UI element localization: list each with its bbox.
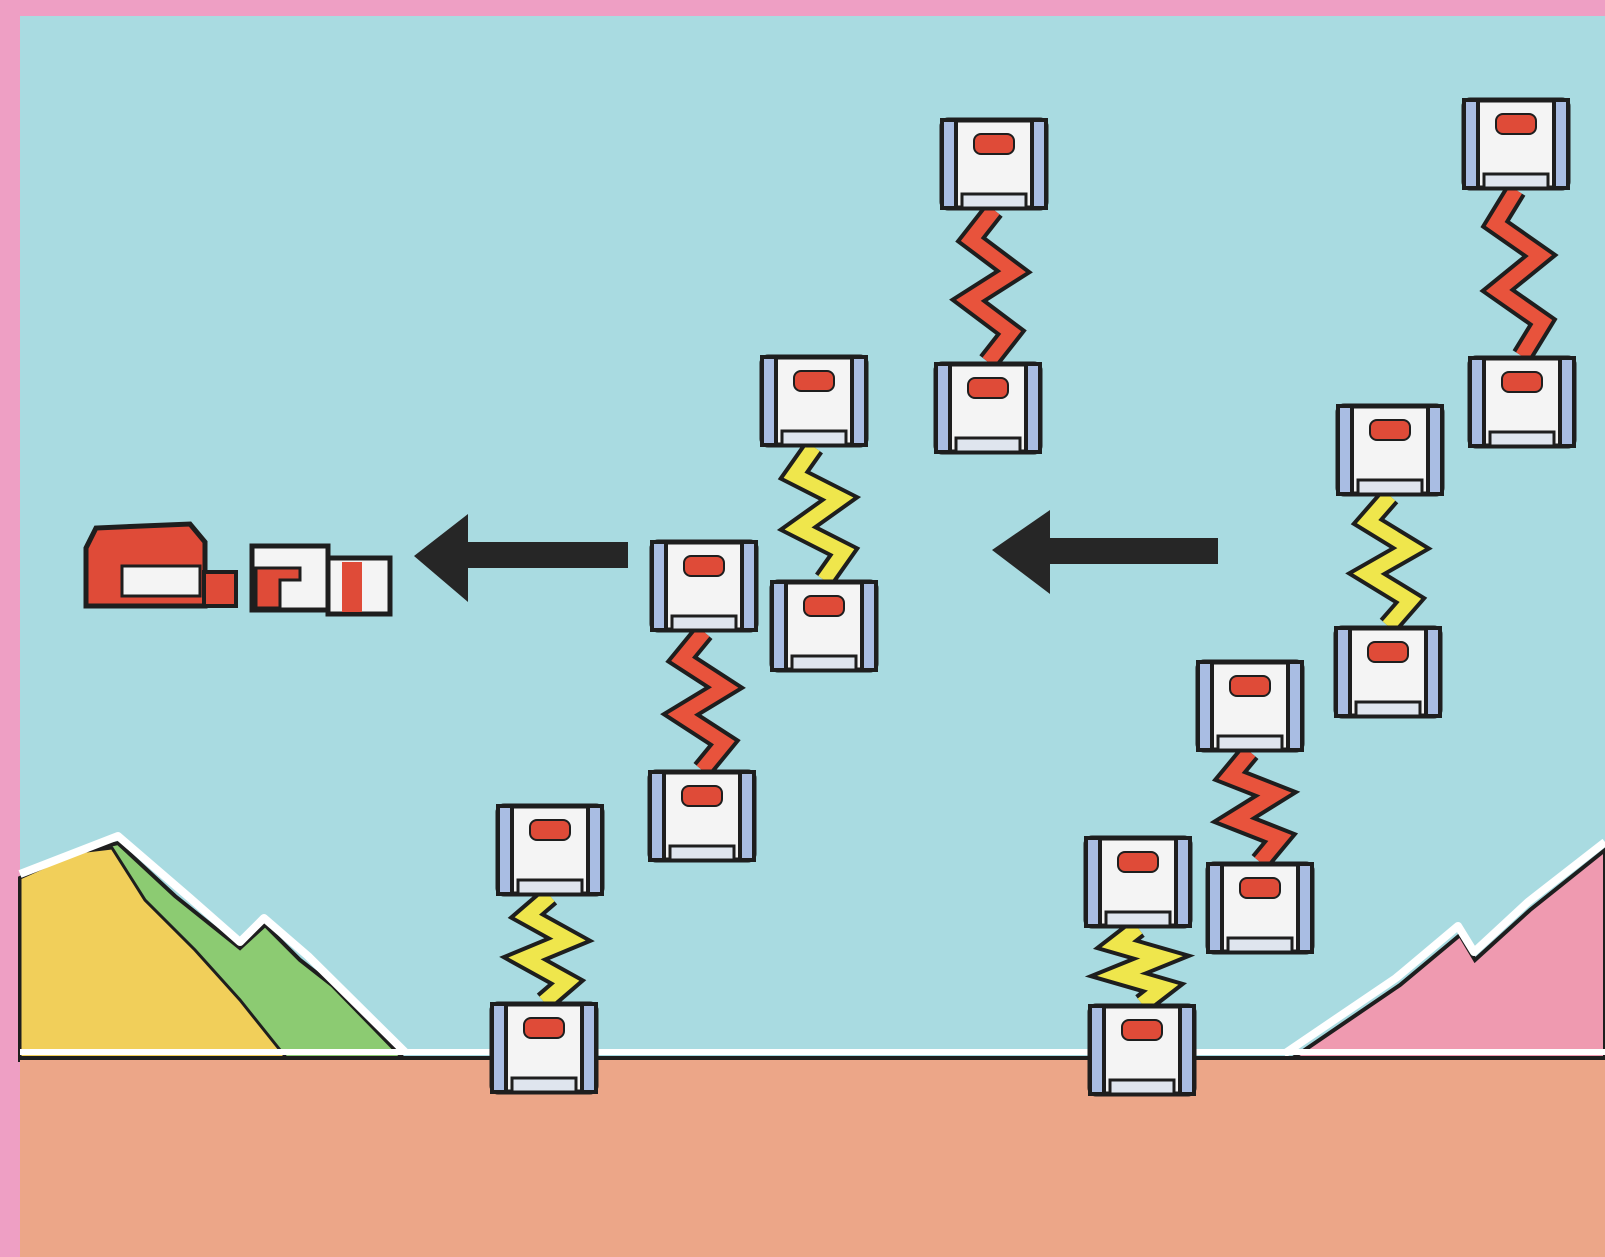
- pair-right-mid: [1336, 406, 1442, 716]
- unit-bottom: [936, 364, 1040, 452]
- unit-top: [498, 806, 602, 894]
- unit-top: [1086, 838, 1190, 926]
- unit-top: [942, 120, 1046, 208]
- unit-top: [1198, 662, 1302, 750]
- unit-bottom: [1336, 628, 1440, 716]
- lightning-bolt-yellow: [1084, 919, 1196, 1013]
- unit-top: [1338, 406, 1442, 494]
- pair-center-high: [936, 120, 1046, 452]
- lightning-bolt-red: [1209, 744, 1301, 870]
- arrow-left: [414, 514, 628, 602]
- unit-top: [762, 357, 866, 445]
- unit-bottom: [1208, 864, 1312, 952]
- docked-ship: [83, 521, 393, 617]
- lightning-bolt-red: [660, 625, 746, 777]
- arrow-right: [992, 510, 1218, 594]
- unit-bottom: [1470, 358, 1574, 446]
- pair-center-mid: [762, 357, 876, 670]
- hills-left: [18, 832, 410, 1062]
- lightning-bolt-yellow: [776, 440, 862, 587]
- lightning-bolt-red: [1479, 184, 1559, 362]
- lightning-bolt-yellow: [1345, 488, 1433, 634]
- pair-center-low: [650, 542, 756, 860]
- pair-right-ground: [1086, 838, 1194, 1094]
- lightning-bolt-red: [949, 203, 1033, 369]
- pair-right-low: [1198, 662, 1312, 952]
- unit-bottom: [650, 772, 754, 860]
- unit-pairs: [492, 100, 1574, 1094]
- unit-bottom: [492, 1004, 596, 1092]
- hills-right: [1281, 838, 1605, 1062]
- pair-right-high: [1464, 100, 1574, 446]
- unit-bottom: [1090, 1006, 1194, 1094]
- lightning-bolt-yellow: [499, 887, 595, 1011]
- unit-top: [652, 542, 756, 630]
- pair-left-ground: [492, 806, 602, 1092]
- unit-top: [1464, 100, 1568, 188]
- ground: [20, 1058, 1605, 1257]
- unit-bottom: [772, 582, 876, 670]
